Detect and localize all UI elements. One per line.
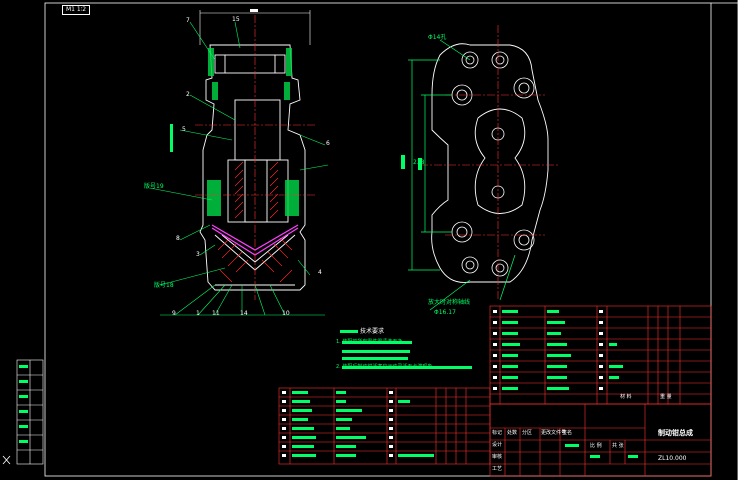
side-label-18: 版号18 (154, 282, 174, 289)
section-hatch (217, 161, 293, 283)
callout-6: 6 (326, 140, 330, 147)
dimension-value-top (250, 9, 258, 12)
notes-line-1: 1. 装配前所有零件需清洗干净， (336, 339, 408, 345)
tb-label-1: 处数 (507, 430, 518, 436)
lower-table-numbers (282, 391, 393, 457)
title-block-fills (565, 444, 638, 458)
right-table-numbers (493, 310, 603, 390)
front-view-outline (431, 43, 549, 283)
section-center-lines (195, 15, 315, 300)
section-marker (170, 124, 173, 152)
left-margin-stamp-text (19, 365, 28, 443)
callout-2: 2 (186, 91, 190, 98)
front-dim-marker-2 (418, 158, 422, 170)
drawing-title: 制动钳总成 (658, 429, 693, 437)
front-dim-marker-1 (401, 155, 405, 169)
callout-4: 4 (318, 269, 322, 276)
corner-marker (2, 455, 11, 465)
scale-tag: M1 1∶2 (62, 5, 91, 15)
callout-11: 11 (212, 310, 220, 317)
callout-14: 14 (240, 310, 248, 317)
drawing-frame (44, 0, 738, 480)
tb-material-label: 材 料 (620, 394, 632, 400)
front-callout-dia: Φ16.17 (434, 309, 456, 316)
front-view-holes (451, 51, 535, 277)
right-table-contents (502, 310, 623, 390)
front-dim-238: 238 (413, 159, 425, 166)
front-callout-hole: Φ14孔 (428, 34, 447, 41)
tb-weight-label: 重 量 (660, 394, 672, 400)
callout-5: 5 (182, 126, 186, 133)
callout-10: 10 (282, 310, 290, 317)
notes-heading: 技术要求 (360, 328, 385, 335)
title-block-grid (489, 403, 712, 477)
tb-sheet-label: 共 张 (612, 443, 624, 449)
tb-label-4: 签名 (562, 430, 573, 436)
section-dimension-top (199, 10, 311, 45)
section-leaders (149, 21, 329, 316)
lower-table-contents (292, 391, 434, 457)
tb-label-2: 分区 (522, 430, 533, 436)
callout-3: 3 (196, 251, 200, 258)
tb-label-3: 更改文件号 (541, 430, 567, 436)
tb-label-6: 设计 (492, 442, 503, 448)
front-view-dimensions (408, 39, 516, 311)
side-label-19: 版号19 (144, 183, 164, 190)
callout-8: 8 (176, 235, 180, 242)
callout-9: 9 (172, 310, 176, 317)
front-callout-axis: 放大时对称轴线 (428, 299, 471, 306)
callout-7: 7 (186, 17, 190, 24)
left-margin-stamp (16, 359, 44, 465)
front-view-center-lines (420, 25, 560, 300)
callout-15: 15 (232, 16, 240, 23)
notes-line-2: 2. 装配后制动钳活塞应运动灵活无卡滞现象。 (336, 364, 438, 370)
section-view-green-parts (207, 48, 299, 216)
lower-parts-table-grid (278, 387, 491, 465)
right-parts-table-grid (489, 305, 712, 405)
tb-label-0: 标记 (492, 430, 503, 436)
tb-label-7: 审核 (492, 454, 503, 460)
drawing-number: ZL10.000 (658, 455, 687, 462)
tb-label-8: 工艺 (492, 466, 503, 472)
tb-scale-label: 比 例 (590, 443, 602, 449)
callout-1: 1 (196, 310, 200, 317)
notes-bars (340, 330, 472, 369)
